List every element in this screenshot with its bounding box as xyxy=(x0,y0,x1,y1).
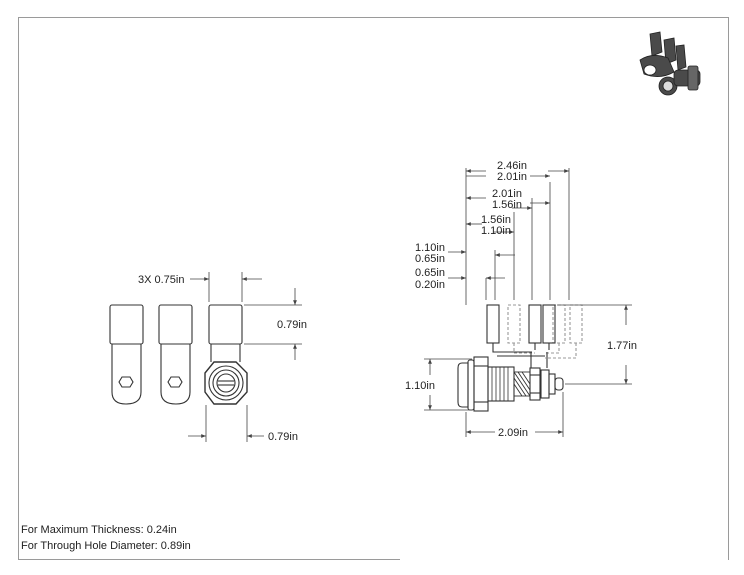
dim-pos0-inner: 0.20in xyxy=(415,279,445,291)
cam-front-view xyxy=(109,304,248,405)
right-dimension-lines xyxy=(424,168,632,437)
dim-pos0-outer: 0.65in xyxy=(415,267,445,279)
cam-position-1 xyxy=(109,304,144,405)
dim-body-height: 1.10in xyxy=(405,380,435,392)
cam-side-view xyxy=(457,304,583,412)
cam-lock-3d-icon xyxy=(639,31,701,96)
note-through-hole: For Through Hole Diameter: 0.89in xyxy=(21,540,191,552)
dim-pos3-outer: 2.01in xyxy=(492,188,522,200)
cam-position-2 xyxy=(158,304,193,405)
dim-body-length: 2.09in xyxy=(498,427,528,439)
dim-overall-outer: 2.46in xyxy=(497,160,527,172)
dim-pos3-inner: 1.56in xyxy=(492,199,522,211)
dim-nut-width: 0.79in xyxy=(268,431,298,443)
alternate-cam-positions xyxy=(507,304,583,359)
dim-pos1-inner: 0.65in xyxy=(415,253,445,265)
dim-pos2-inner: 1.10in xyxy=(481,225,511,237)
dim-count-width: 3X 0.75in xyxy=(138,274,184,286)
dim-pos2-outer: 1.56in xyxy=(481,214,511,226)
dim-tab-height: 0.79in xyxy=(277,319,307,331)
dim-overall-inner: 2.01in xyxy=(497,171,527,183)
sheet-border xyxy=(18,17,729,560)
note-max-thickness: For Maximum Thickness: 0.24in xyxy=(21,524,177,536)
cam-position-3-with-nut xyxy=(204,304,248,405)
left-dimension-lines xyxy=(188,272,302,442)
dim-total-height: 1.77in xyxy=(607,340,637,352)
dim-pos1-outer: 1.10in xyxy=(415,242,445,254)
